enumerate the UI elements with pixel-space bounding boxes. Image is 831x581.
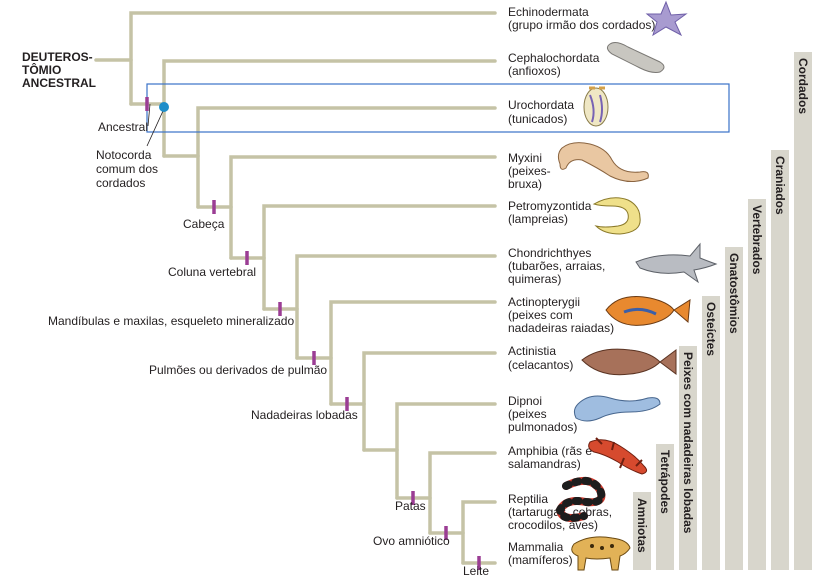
clade-bar-tetrapodes (656, 444, 674, 570)
starfish-icon (645, 0, 688, 37)
taxon-actinopterygii: Actinopterygii (peixes com nadadeiras ra… (508, 295, 614, 335)
taxon-echinodermata: Echinodermata (grupo irmão dos cordados) (508, 5, 655, 32)
branch-actinopterygii (329, 300, 497, 406)
clade-bar-peixes-nadadeiras-lobadas (679, 346, 697, 570)
branch-cephalochordata (162, 59, 497, 158)
branch-chondrichthyes (295, 254, 497, 360)
node-label-notochord: Notocorda comum dos cordados (96, 148, 161, 190)
ancestral-leader-line (147, 103, 151, 127)
notochord-leader-line (146, 110, 164, 147)
taxon-actinistia: Actinistia (celacantos) (508, 344, 573, 372)
branch-myxini (229, 155, 497, 260)
trait-markers (145, 97, 481, 570)
hagfish-icon (557, 142, 649, 182)
clade-label-tetrapodes: Tetrápodes (658, 450, 672, 514)
clade-bars: CordadosCraniadosVertebradosGnatostômios… (633, 52, 812, 570)
branch-reptilia (461, 500, 497, 565)
clade-label-peixes-nadadeiras-lobadas: Peixes com nadadeiras lobadas (681, 352, 695, 534)
lungfish-icon (573, 395, 661, 422)
clade-label-osteictes: Osteíctes (704, 302, 718, 356)
root-label: DEUTEROS- TÔMIO ANCESTRAL (22, 50, 96, 90)
clade-bar-vertebrados (748, 199, 766, 570)
node-label-legs: Patas (395, 499, 426, 513)
taxon-dipnoi: Dipnoi (peixes pulmonados) (508, 394, 577, 434)
lamprey-icon (592, 197, 641, 235)
branch-actinistia (362, 351, 497, 452)
clade-bar-craniados (771, 150, 789, 570)
salamander-icon (588, 437, 648, 475)
branch-amphibia (428, 451, 497, 535)
coelacanth-icon (581, 348, 677, 376)
clade-bar-cordados (794, 52, 812, 570)
taxon-cephalochordata: Cephalochordata (anfioxos) (508, 51, 603, 78)
taxon-amphibia: Amphibia (rãs e salamandras) (508, 444, 595, 471)
clade-bar-amniotas (633, 492, 651, 570)
taxon-labels: Echinodermata (grupo irmão dos cordados)… (508, 5, 655, 567)
node-label-milk: Leite (463, 564, 489, 578)
tunicate-icon (583, 86, 609, 127)
animal-illustrations (555, 0, 718, 571)
taxon-petromyzontida: Petromyzontida (lampreias) (508, 199, 595, 226)
node-label-jaws: Mandíbulas e maxilas, esqueleto minerali… (48, 314, 294, 328)
branch-urochordata (196, 106, 497, 209)
taxon-urochordata: Urochordata (tunicados) (508, 98, 577, 126)
clade-bar-gnatostomios (725, 247, 743, 570)
branch-dipnoi (395, 402, 497, 500)
branch-echinodermata (129, 11, 497, 106)
shark-icon (635, 242, 718, 284)
clade-bar-osteictes (702, 296, 720, 570)
ray-finned-fish-icon (605, 296, 691, 326)
clade-label-amniotas: Amniotas (635, 498, 649, 553)
notochord-dot (159, 102, 169, 112)
node-label-lobed-fins: Nadadeiras lobadas (251, 408, 358, 422)
taxon-myxini: Myxini (peixes- bruxa) (508, 151, 554, 191)
snake-icon (555, 476, 606, 522)
ocelot-icon (571, 536, 631, 571)
branch-petromyzontida (262, 204, 497, 311)
clade-label-gnatostomios: Gnatostômios (727, 253, 741, 334)
clade-label-vertebrados: Vertebrados (750, 205, 764, 275)
tree-branches (94, 11, 497, 565)
node-label-ancestral: Ancestral (98, 120, 148, 134)
clade-label-craniados: Craniados (773, 156, 787, 215)
taxon-chondrichthyes: Chondrichthyes (tubarões, arraias, quime… (508, 246, 609, 286)
node-label-vertebral-column: Coluna vertebral (168, 265, 256, 279)
node-label-head: Cabeça (183, 217, 225, 231)
clade-label-cordados: Cordados (796, 58, 810, 114)
node-label-amniotic-egg: Ovo amniótico (373, 534, 450, 548)
lancelet-icon (606, 42, 665, 73)
node-label-lungs: Pulmões ou derivados de pulmão (149, 363, 327, 377)
taxon-mammalia: Mammalia (mamíferos) (508, 540, 573, 567)
